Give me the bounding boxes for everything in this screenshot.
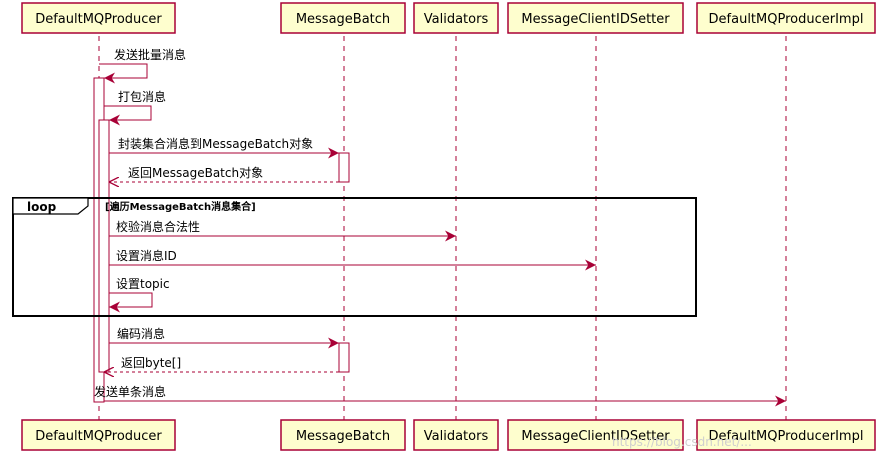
participant-label: DefaultMQProducer (35, 12, 162, 27)
loop-fragment: loop [遍历MessageBatch消息集合] (12, 197, 697, 317)
participant-box (413, 2, 499, 34)
participant-top-messageclientidsetter: MessageClientIDSetter (507, 2, 684, 34)
message-label-send-batch: 发送批量消息 (114, 47, 186, 62)
participant-top-defaultmqproducer: DefaultMQProducer (21, 2, 176, 34)
participant-label: DefaultMQProducer (35, 429, 162, 444)
message-label-wrap-batch: 封装集合消息到MessageBatch对象 (118, 136, 313, 151)
message-label-return-bytes: 返回byte[] (121, 356, 181, 370)
message-label-encode: 编码消息 (117, 326, 165, 341)
participant-bottom-messageclientidsetter: MessageClientIDSetter (507, 419, 684, 451)
participant-bottom-defaultmqproducer: DefaultMQProducer (21, 419, 176, 451)
participant-box (696, 419, 876, 451)
participant-label: DefaultMQProducerImpl (709, 12, 864, 27)
message-label-set-id: 设置消息ID (116, 248, 177, 263)
participant-box (21, 2, 176, 34)
activation-bar-producer-inner (98, 119, 110, 373)
participant-label: Validators (424, 429, 489, 444)
participant-bottom-defaultmqproducerimpl: DefaultMQProducerImpl (696, 419, 876, 451)
message-arrow-pack-messages (104, 105, 152, 126)
loop-frame (12, 197, 697, 317)
message-arrow-send-batch (99, 63, 148, 84)
activation-bar-messagebatch-2 (338, 342, 350, 373)
loop-label-tab (12, 197, 89, 215)
participant-top-messagebatch: MessageBatch (280, 2, 406, 34)
participant-box (507, 2, 684, 34)
activation-bar-messagebatch-1 (338, 152, 350, 183)
participant-bottom-messagebatch: MessageBatch (280, 419, 406, 451)
participant-label: MessageClientIDSetter (521, 12, 670, 27)
participant-label: MessageBatch (296, 12, 390, 27)
message-label-return-batch: 返回MessageBatch对象 (128, 166, 263, 180)
message-arrow-set-topic (109, 292, 153, 313)
participant-top-validators: Validators (413, 2, 499, 34)
participant-top-defaultmqproducerimpl: DefaultMQProducerImpl (696, 2, 876, 34)
message-label-send-single: 发送单条消息 (94, 384, 166, 399)
participant-box (507, 419, 684, 451)
loop-guard: [遍历MessageBatch消息集合] (105, 200, 256, 213)
participant-box (280, 419, 406, 451)
participant-label: DefaultMQProducerImpl (709, 429, 864, 444)
message-label-set-topic: 设置topic (116, 277, 170, 291)
participant-box (21, 419, 176, 451)
participant-box (413, 419, 499, 451)
message-label-validate: 校验消息合法性 (116, 219, 200, 234)
message-label-pack-messages: 打包消息 (118, 89, 166, 104)
participant-box (696, 2, 876, 34)
participant-bottom-validators: Validators (413, 419, 499, 451)
participant-label: Validators (424, 12, 489, 27)
participant-label: MessageClientIDSetter (521, 429, 670, 444)
loop-keyword: loop (27, 200, 57, 214)
participant-box (280, 2, 406, 34)
watermark-text: https://blog.csdn.net/... (612, 435, 752, 449)
participant-label: MessageBatch (296, 429, 390, 444)
